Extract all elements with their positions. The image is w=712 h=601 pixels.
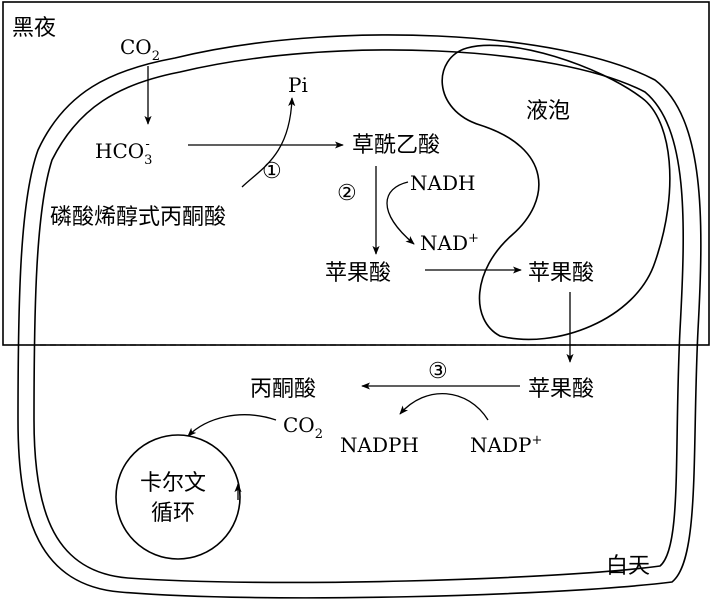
co2-night-label: CO2 [120,35,160,64]
night-label: 黑夜 [12,16,56,41]
malate-vacuole-label: 苹果酸 [528,261,594,286]
nadp-label: NADP+ [470,433,542,457]
calvin-cycle-circle [115,434,241,560]
nadh-to-nad-curve-arrow [386,181,415,245]
step-1-marker: ① [262,159,282,184]
hco3-label: HCO3- [95,137,152,168]
vacuole-label: 液泡 [526,99,570,124]
co2-day-label: CO2 [283,413,323,442]
night-region-box [2,1,710,346]
cell-wall-outer [17,34,702,599]
vacuole-membrane [441,44,671,341]
step-3-marker: ③ [428,359,448,384]
oxaloacetate-label: 草酰乙酸 [352,133,440,158]
pep-to-pi-curve-arrow [241,97,296,188]
malate-cytoplasm-label: 苹果酸 [325,261,391,286]
nadph-label: NADPH [340,433,419,457]
malate-day-label: 苹果酸 [528,377,594,402]
nadp-to-nadph-curve-arrow [399,392,489,421]
pyruvate-label: 丙酮酸 [250,377,316,402]
co2-to-calvin-arrow [187,414,277,437]
cell-membrane-inner [33,49,685,584]
pep-label: 磷酸烯醇式丙酮酸 [50,205,226,230]
calvin-cycle-label-line2: 循环 [151,501,195,526]
pi-label: Pi [288,73,308,97]
step-2-marker: ② [337,181,357,206]
nad-label: NAD+ [420,231,479,255]
nadh-label: NADH [410,171,475,195]
day-label: 白天 [606,554,650,579]
calvin-cycle-label-line1: 卡尔文 [140,471,206,496]
